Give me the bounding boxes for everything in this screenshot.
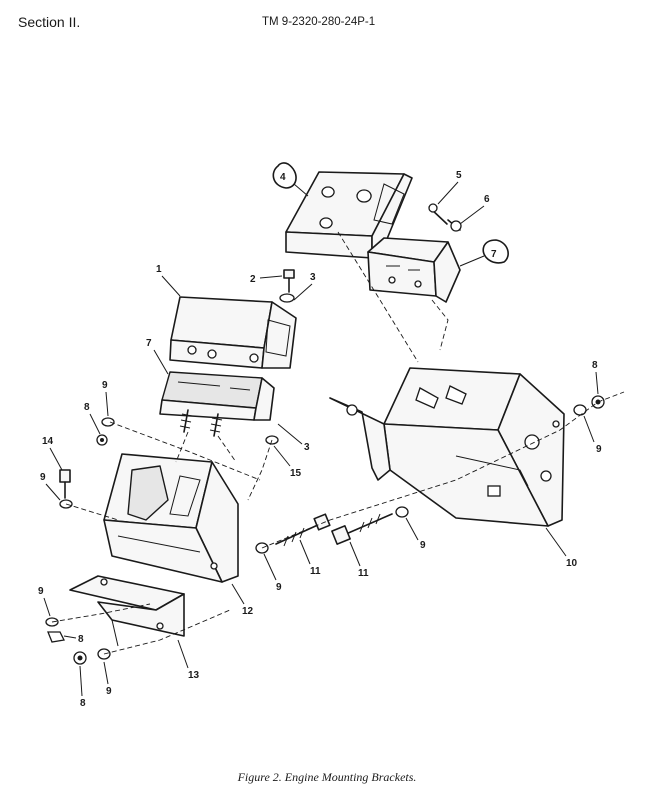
callout-8-right: 8 — [592, 360, 599, 395]
callout-7-upper: 7 — [459, 239, 509, 267]
part-10-frame-bracket — [329, 367, 565, 527]
svg-text:1: 1 — [156, 264, 162, 275]
callout-6: 6 — [459, 194, 490, 225]
svg-text:9: 9 — [38, 586, 44, 597]
svg-text:10: 10 — [566, 558, 578, 569]
svg-text:12: 12 — [242, 606, 254, 617]
svg-text:14: 14 — [42, 436, 54, 447]
callout-11-right: 11 — [349, 541, 369, 579]
callout-9-center-right: 9 — [405, 517, 426, 551]
svg-text:9: 9 — [106, 686, 112, 697]
svg-text:9: 9 — [276, 582, 282, 593]
callout-9-right: 9 — [583, 415, 602, 455]
figure-caption: Figure 2. Engine Mounting Brackets. — [237, 770, 417, 784]
callout-9-bottom-left: 9 — [38, 586, 51, 617]
assembly-lines — [51, 231, 625, 655]
part-6-washer — [447, 219, 462, 232]
callout-3-upper: 3 — [293, 272, 316, 301]
callout-8-bottom: 8 — [79, 665, 86, 709]
part-14-screw — [59, 469, 71, 499]
callout-7-lower: 7 — [146, 338, 169, 375]
callout-14: 14 — [42, 436, 63, 471]
callout-5: 5 — [437, 170, 462, 205]
svg-text:9: 9 — [102, 380, 108, 391]
svg-text:11: 11 — [358, 568, 369, 579]
callout-4: 4 — [272, 162, 309, 197]
svg-text:7: 7 — [491, 249, 497, 260]
svg-text:2: 2 — [250, 274, 256, 285]
svg-text:15: 15 — [290, 468, 302, 479]
callout-9-left-mid: 9 — [40, 472, 61, 501]
svg-text:3: 3 — [310, 272, 316, 283]
part-7-upper-isolator — [367, 237, 461, 303]
part-1-mount-bracket — [169, 296, 297, 369]
svg-text:9: 9 — [40, 472, 46, 483]
callout-3-lower: 3 — [277, 423, 310, 453]
part-9-washer-right — [573, 404, 587, 416]
callout-15: 15 — [273, 445, 302, 479]
callout-2: 2 — [250, 274, 283, 285]
svg-text:8: 8 — [592, 360, 598, 371]
part-5-screw — [428, 203, 448, 225]
callout-9-bottom: 9 — [103, 661, 112, 697]
svg-text:5: 5 — [456, 170, 462, 181]
svg-text:4: 4 — [280, 172, 286, 183]
section-label: Section II. — [18, 14, 81, 30]
part-12-lower-bracket — [103, 453, 239, 583]
callout-9-left-upper: 9 — [102, 380, 109, 417]
part-11-bolts — [275, 513, 393, 547]
svg-text:8: 8 — [80, 698, 86, 709]
part-3-washer-upper — [279, 293, 295, 303]
callout-1: 1 — [156, 264, 181, 297]
tm-number: TM 9-2320-280-24P-1 — [262, 16, 376, 28]
svg-text:7: 7 — [146, 338, 152, 349]
callout-8-bottom-left: 8 — [63, 634, 84, 645]
part-2-screw — [283, 269, 295, 293]
callout-13: 13 — [177, 639, 200, 681]
svg-text:13: 13 — [188, 670, 200, 681]
svg-text:8: 8 — [78, 634, 84, 645]
part-13-angle-bracket — [69, 575, 185, 647]
callout-9-center-left: 9 — [263, 553, 282, 593]
part-9-washers-center — [255, 506, 409, 554]
svg-text:11: 11 — [310, 566, 321, 577]
svg-text:3: 3 — [304, 442, 310, 453]
part-4-mount-cover — [285, 171, 413, 259]
svg-text:8: 8 — [84, 402, 90, 413]
svg-text:6: 6 — [484, 194, 490, 205]
part-7-lower-isolator — [159, 371, 275, 437]
callouts: 4 5 6 7 1 2 3 7 — [38, 162, 602, 709]
part-8-nuts-left — [47, 434, 108, 665]
svg-text:9: 9 — [420, 540, 426, 551]
callout-8-left-upper: 8 — [84, 402, 101, 435]
svg-text:9: 9 — [596, 444, 602, 455]
callout-12: 12 — [231, 583, 254, 617]
callout-10: 10 — [545, 527, 578, 569]
callout-11-left: 11 — [299, 539, 321, 577]
